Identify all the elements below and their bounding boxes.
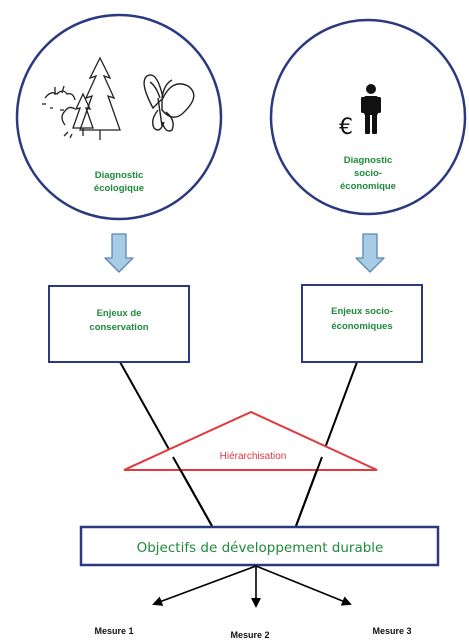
down-arrow-left	[104, 233, 134, 273]
measure-2-label: Mesure 2	[230, 630, 269, 640]
person-icon	[361, 84, 381, 134]
conservation-stakes-line2: conservation	[89, 322, 148, 333]
objectives-label: Objectifs de développement durable	[137, 540, 384, 556]
socioeconomic-diagnostic-circle: € Diagnostic socio- économique	[269, 18, 467, 216]
ecological-diagnostic-line2: écologique	[94, 183, 144, 194]
arrow-to-measure-3	[255, 565, 352, 606]
arrow-to-measure-1	[152, 565, 257, 606]
socioeconomic-stakes-line1: Enjeux socio-	[331, 306, 393, 317]
butterfly-icon	[143, 74, 195, 132]
socioeconomic-diagnostic-line1: Diagnostic	[344, 155, 393, 166]
hierarchy-label: Hiérarchisation	[220, 451, 287, 462]
measure-1-label: Mesure 1	[94, 626, 133, 636]
socioeconomic-diagnostic-line3: économique	[340, 181, 396, 192]
objectives-box: Objectifs de développement durable	[79, 525, 440, 567]
hierarchy-triangle: Hiérarchisation	[123, 410, 378, 471]
socioeconomic-diagnostic-line2: socio-	[354, 168, 382, 179]
down-arrow-right	[355, 233, 385, 273]
ecological-diagnostic-circle: Diagnostic écologique	[15, 13, 223, 221]
socioeconomic-stakes-box: Enjeux socio- économiques	[301, 284, 423, 363]
trees-icon	[42, 56, 121, 140]
measure-3-label: Mesure 3	[372, 626, 411, 636]
connector-conservation-overlay	[172, 456, 213, 527]
conservation-stakes-line1: Enjeux de	[97, 308, 142, 319]
conservation-stakes-box: Enjeux de conservation	[48, 285, 190, 363]
ecological-diagnostic-line1: Diagnostic	[95, 170, 144, 181]
socioeconomic-stakes-line2: économiques	[331, 321, 392, 332]
connector-socioeconomic-overlay	[295, 456, 323, 527]
euro-icon: €	[339, 115, 353, 140]
